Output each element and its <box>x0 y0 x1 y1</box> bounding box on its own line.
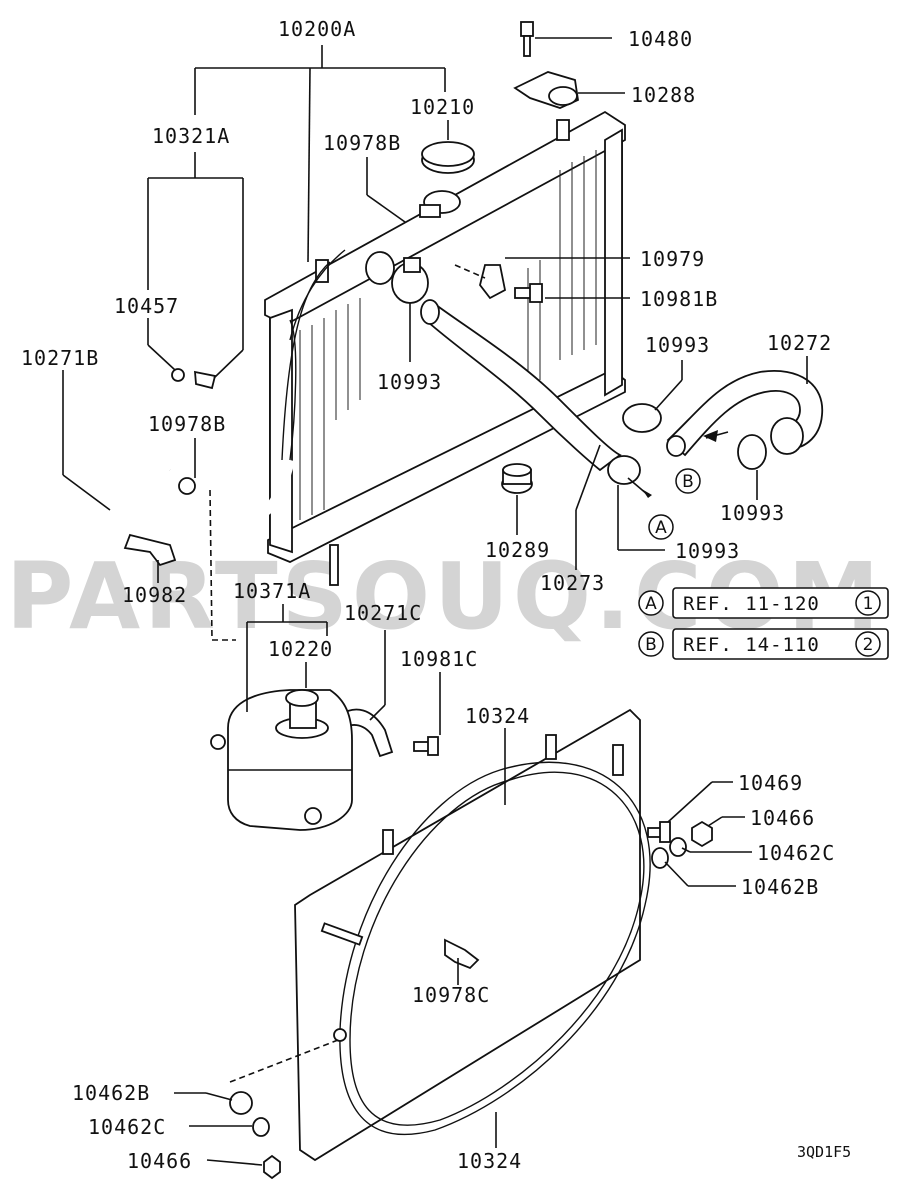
reference-b-marker: B <box>645 635 657 655</box>
label-10462C-right[interactable]: 10462C <box>757 841 835 865</box>
bolt-10469[interactable] <box>647 821 671 843</box>
label-10288[interactable]: 10288 <box>631 83 696 107</box>
nut-10466-right[interactable] <box>691 820 713 848</box>
label-10210[interactable]: 10210 <box>410 95 475 119</box>
bolt-10480[interactable] <box>520 21 534 57</box>
label-10469[interactable]: 10469 <box>738 771 803 795</box>
label-10462B-left[interactable]: 10462B <box>72 1081 150 1105</box>
label-10324-bottom[interactable]: 10324 <box>457 1149 522 1173</box>
reference-a-marker: A <box>645 594 657 614</box>
label-10272[interactable]: 10272 <box>767 331 832 355</box>
diagram-code: 3QD1F5 <box>797 1143 851 1161</box>
hose-clamp-10993-a[interactable] <box>391 257 429 304</box>
reference-a[interactable]: A REF. 11-120 1 <box>638 587 889 619</box>
label-10466-right[interactable]: 10466 <box>750 806 815 830</box>
reference-b-page: 2 <box>863 635 874 655</box>
hose-clamp-10993-c[interactable] <box>737 434 767 470</box>
reference-b-text: REF. 14-110 <box>683 634 820 656</box>
washer-10462C-right[interactable] <box>669 837 687 857</box>
hose-clamp-10993-b[interactable] <box>622 403 662 433</box>
hose-marker-b-letter: B <box>682 472 694 492</box>
label-10462B-right[interactable]: 10462B <box>741 875 819 899</box>
reservoir-tank-10371A[interactable] <box>210 689 353 831</box>
clip-10978B-left[interactable] <box>178 477 196 495</box>
label-10220[interactable]: 10220 <box>268 637 333 661</box>
label-10993-d[interactable]: 10993 <box>675 539 740 563</box>
label-10273[interactable]: 10273 <box>540 571 605 595</box>
bracket-10288[interactable] <box>513 71 579 109</box>
upper-hose-10273[interactable] <box>420 299 622 472</box>
reference-a-page: 1 <box>863 594 874 614</box>
radiator[interactable] <box>264 110 626 586</box>
label-10200A[interactable]: 10200A <box>278 17 356 41</box>
label-10993-a[interactable]: 10993 <box>377 370 442 394</box>
label-10321A[interactable]: 10321A <box>152 124 230 148</box>
label-10324-top[interactable]: 10324 <box>465 704 530 728</box>
label-10978C[interactable]: 10978C <box>412 983 490 1007</box>
grommet-10289[interactable] <box>501 463 533 494</box>
label-10982[interactable]: 10982 <box>122 583 187 607</box>
hose-clamp-10993-d[interactable] <box>607 455 641 485</box>
washer-10462B-right[interactable] <box>651 847 669 869</box>
nut-10466-left[interactable] <box>263 1154 281 1180</box>
label-10271B[interactable]: 10271B <box>21 346 99 370</box>
label-10271C[interactable]: 10271C <box>344 601 422 625</box>
label-10993-c[interactable]: 10993 <box>720 501 785 525</box>
bolt-10981C[interactable] <box>413 736 439 756</box>
washer-10462B-left[interactable] <box>229 1091 253 1115</box>
reference-a-text: REF. 11-120 <box>683 593 820 615</box>
hose-marker-a-letter: A <box>655 518 667 538</box>
washer-10462C-left[interactable] <box>252 1117 270 1137</box>
lower-hose-10272[interactable] <box>666 370 824 457</box>
clip-10978C[interactable] <box>444 938 480 970</box>
part-labels: 10200A 10480 10288 10210 10321A 10978B 1… <box>21 17 835 1173</box>
bracket-10982[interactable] <box>123 533 177 567</box>
hose-marker-b[interactable]: B <box>675 430 729 494</box>
label-10462C-left[interactable]: 10462C <box>88 1115 166 1139</box>
label-10993-b[interactable]: 10993 <box>645 333 710 357</box>
label-10981C[interactable]: 10981C <box>400 647 478 671</box>
label-10978B-top[interactable]: 10978B <box>323 131 401 155</box>
radiator-cap[interactable] <box>421 141 475 174</box>
clip-10979[interactable] <box>479 264 507 300</box>
clip-10457[interactable] <box>171 368 217 390</box>
hose-marker-a[interactable]: A <box>627 477 674 540</box>
label-10457[interactable]: 10457 <box>114 294 179 318</box>
leader-lines <box>62 37 808 1166</box>
overflow-hose-10271B[interactable] <box>113 249 346 533</box>
label-10466-left[interactable]: 10466 <box>127 1149 192 1173</box>
label-10979[interactable]: 10979 <box>640 247 705 271</box>
reference-b[interactable]: B REF. 14-110 2 <box>638 628 889 660</box>
fan-shroud-10324[interactable] <box>294 708 651 1162</box>
label-10480[interactable]: 10480 <box>628 27 693 51</box>
label-10289[interactable]: 10289 <box>485 538 550 562</box>
label-10371A[interactable]: 10371A <box>233 579 311 603</box>
label-10978B-left[interactable]: 10978B <box>148 412 226 436</box>
label-10981B[interactable]: 10981B <box>640 287 718 311</box>
bolt-10981B[interactable] <box>514 283 543 303</box>
